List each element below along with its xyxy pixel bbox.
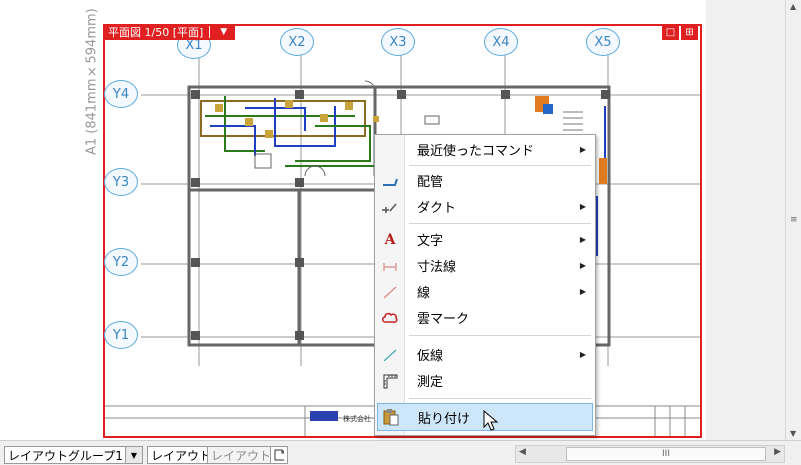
grid-bubble-y1[interactable]: Y1 xyxy=(104,321,138,349)
menu-item-cloud-mark[interactable]: 雲マーク xyxy=(377,305,593,330)
submenu-arrow-icon: ▶ xyxy=(579,235,587,244)
canvas-gutter xyxy=(706,0,785,440)
layout-tab-bar: レイアウトグループ1 ▼ レイアウト1 レイアウト2 ◀ III ▶ xyxy=(0,440,801,465)
dimension-icon xyxy=(377,253,403,278)
submenu-arrow-icon: ▶ xyxy=(579,202,587,211)
viewport-menu-arrow-icon[interactable]: ▼ xyxy=(220,27,228,37)
ruler-icon xyxy=(377,368,403,393)
menu-item-duct[interactable]: ダクト ▶ xyxy=(377,194,593,219)
menu-item-temp-line[interactable]: 仮線 ▶ xyxy=(377,342,593,367)
menu-item-label: 貼り付け xyxy=(418,411,471,427)
menu-item-label: ダクト xyxy=(417,201,457,216)
grid-bubble-y4[interactable]: Y4 xyxy=(104,80,138,108)
menu-item-label: 文字 xyxy=(417,234,444,249)
grid-bubble-x4[interactable]: X4 xyxy=(484,28,518,56)
menu-item-label: 仮線 xyxy=(417,349,444,364)
scroll-thumb-grip[interactable]: ≡ xyxy=(790,215,798,225)
submenu-arrow-icon: ▶ xyxy=(579,287,587,296)
grid-bubble-y2[interactable]: Y2 xyxy=(104,248,138,276)
menu-item-recent[interactable]: 最近使ったコマンド ▶ xyxy=(377,137,593,162)
submenu-arrow-icon: ▶ xyxy=(579,261,587,270)
menu-item-label: 寸法線 xyxy=(417,260,457,275)
vertical-scrollbar[interactable]: ▲ ≡ ▼ xyxy=(785,0,801,440)
submenu-arrow-icon: ▶ xyxy=(579,145,587,154)
menu-item-label: 雲マーク xyxy=(417,312,470,327)
menu-item-measure[interactable]: 測定 xyxy=(377,368,593,393)
viewport-title: 平面図 1/50 [平面] xyxy=(108,26,204,39)
menu-item-text[interactable]: A 文字 ▶ xyxy=(377,227,593,252)
menu-separator xyxy=(409,398,591,399)
recent-icon xyxy=(377,137,403,162)
menu-item-line[interactable]: 線 ▶ xyxy=(377,279,593,304)
paste-icon xyxy=(378,405,404,430)
chevron-down-icon[interactable]: ▼ xyxy=(125,446,143,464)
scroll-left-icon[interactable]: ◀ xyxy=(519,447,526,457)
scroll-right-icon[interactable]: ▶ xyxy=(774,447,781,457)
grid-bubble-x2[interactable]: X2 xyxy=(280,28,314,56)
menu-item-label: 最近使ったコマンド xyxy=(417,144,535,159)
submenu-arrow-icon: ▶ xyxy=(579,350,587,359)
menu-item-dimension[interactable]: 寸法線 ▶ xyxy=(377,253,593,278)
cloud-icon xyxy=(377,305,403,330)
menu-item-label: 測定 xyxy=(417,375,444,390)
text-icon: A xyxy=(384,231,396,248)
temp-line-icon xyxy=(377,342,403,367)
menu-item-label: 配管 xyxy=(417,175,444,190)
restore-icon[interactable]: □ xyxy=(662,24,679,40)
viewport-window-buttons: □ ⊞ xyxy=(660,24,698,40)
line-icon xyxy=(377,279,403,304)
duct-icon xyxy=(377,194,403,219)
scroll-thumb[interactable]: III xyxy=(566,447,766,461)
context-menu[interactable]: 最近使ったコマンド ▶ 配管 ダクト ▶ A 文字 ▶ 寸法線 ▶ 線 ▶ 雲マ… xyxy=(374,134,596,436)
tab-layout1[interactable]: レイアウト1 xyxy=(147,446,223,464)
company-logo-mark xyxy=(310,411,338,421)
scroll-up-icon[interactable]: ▲ xyxy=(790,2,797,11)
menu-item-piping[interactable]: 配管 xyxy=(377,168,593,193)
scroll-down-icon[interactable]: ▼ xyxy=(790,429,797,438)
menu-separator xyxy=(409,223,591,224)
menu-separator xyxy=(409,335,591,336)
grid-bubble-x5[interactable]: X5 xyxy=(586,28,620,56)
pipe-icon xyxy=(377,168,403,193)
layout-group-tab[interactable]: レイアウトグループ1 xyxy=(4,446,126,464)
floor-plan-drawing[interactable]: 株式会社 xyxy=(105,26,702,438)
menu-item-label: 線 xyxy=(417,286,431,301)
title-block-company: 株式会社 xyxy=(343,414,371,423)
new-layout-icon[interactable] xyxy=(270,446,288,464)
tab-layout2[interactable]: レイアウト2 xyxy=(207,446,283,464)
title-separator xyxy=(209,26,211,38)
mouse-cursor-icon xyxy=(483,410,499,431)
split-icon[interactable]: ⊞ xyxy=(681,24,698,40)
grid-bubble-y3[interactable]: Y3 xyxy=(104,168,138,196)
paper-size-label: A1 (841mm×594mm) xyxy=(84,8,100,155)
viewport-title-tab[interactable]: 平面図 1/50 [平面] ▼ xyxy=(104,24,236,40)
grid-bubble-x3[interactable]: X3 xyxy=(381,28,415,56)
menu-separator xyxy=(409,165,591,166)
horizontal-scrollbar[interactable]: ◀ III ▶ xyxy=(515,445,785,463)
